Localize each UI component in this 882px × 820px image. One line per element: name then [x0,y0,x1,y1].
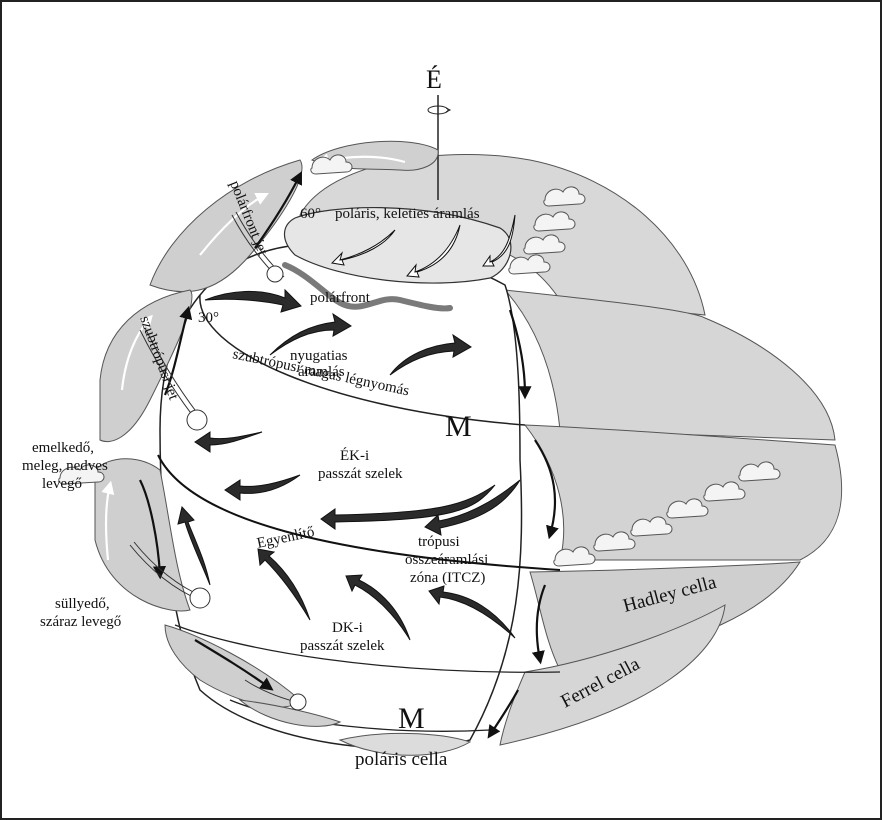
loop-arrow-black [534,439,559,540]
ne-trades-label-2: passzát szelek [318,466,403,482]
itcz-label-1: trópusi [418,534,460,550]
rising-air-label-3: levegő [42,476,82,492]
lat-30s-parallel [174,624,561,673]
loop-arrow-black [194,639,274,691]
subtropical-jet-section-south [189,587,211,609]
cloud-icon [738,461,781,482]
lat-60-label: 60° [300,206,321,222]
rotation-arrow-icon [427,105,449,115]
rotation-arrowhead-icon [445,107,452,113]
subtropical-jet-section [186,409,208,431]
polar-easterly-arrow [482,214,516,267]
sinking-air-label-1: süllyedő, [55,596,110,612]
polar-cap-south [338,732,472,756]
sinking-air-label-2: száraz levegő [40,614,121,630]
surface-wind-arrows [177,214,521,641]
cloud-icon [310,154,353,175]
cell-loop-arrows [101,153,559,739]
clouds [58,154,781,567]
hadley-cell-left-south [94,458,191,612]
rising-air-label-1: emelkedő, [32,440,94,456]
westerlies-label-2: áramlás [298,364,345,380]
polar-front-line [282,262,453,312]
cloud-icon [58,464,105,485]
cloud-icon [543,186,586,207]
westerlies-label-1: nyugatias [290,348,348,364]
itcz-label-2: összeáramlási [405,552,488,568]
polar-front-jet-section-south [289,693,307,711]
itcz-label-3: zóna (ITCZ) [410,570,485,586]
polar-cell-label: poláris cella [355,749,448,770]
westerly-arrow [204,288,302,313]
cloud-icon [508,254,551,275]
loop-arrow-white [120,314,153,391]
cloud-icon [523,234,566,255]
north-label: É [426,65,442,94]
polar-easterlies-label: poláris, keleties áramlás [335,206,480,222]
cloud-icon [630,516,673,537]
cloud-icon [666,498,709,519]
ne-trade-arrow [424,479,521,536]
polar-front-jet-section [266,265,284,283]
hadley-cell-south [529,561,801,671]
loop-arrow-black [487,689,519,739]
cloud-icon [593,531,636,552]
loop-arrow-white [101,480,115,561]
equator-line [157,454,561,571]
cloud-icon [553,546,596,567]
se-trade-arrow [428,585,516,639]
loop-arrow-black [163,305,193,396]
ne-trades-label-1: ÉK-i [340,447,369,464]
se-trade-arrow [345,574,411,641]
se-trades-label-2: passzát szelek [300,638,385,654]
high-north-label: M [445,410,472,443]
polar-front-label: polárfront [310,290,371,306]
ne-trade-arrow [194,431,263,453]
westerly-arrow [389,333,472,376]
cloud-icon [703,481,746,502]
polar-easterly-arrow [330,229,396,266]
loop-arrow-black [508,309,532,400]
rising-air-label-2: meleg, nedves [22,458,108,474]
ne-trade-arrow [320,484,496,530]
loop-arrow-black [139,479,167,580]
se-trade-arrow [177,505,211,586]
se-trade-arrow [257,548,311,621]
se-trades-label-1: DK-i [332,620,363,636]
jet-streams [129,211,307,711]
ferrel-cell-north [503,289,836,441]
cloud-icon [533,211,576,232]
ferrel-cell-south [499,604,726,746]
lat-30-parallel [199,294,526,426]
hadley-cell-north [523,424,842,561]
high-south-label: M [398,702,425,735]
lat-30-label: 30° [198,310,219,326]
polar-cell-left-south [238,699,342,727]
loop-arrow-white [199,193,269,256]
ne-trade-arrow [224,474,301,501]
westerly-arrow [269,312,352,356]
loop-arrow-black [531,584,547,665]
polar-easterly-arrow [406,224,461,278]
loop-arrow-black [254,171,302,249]
